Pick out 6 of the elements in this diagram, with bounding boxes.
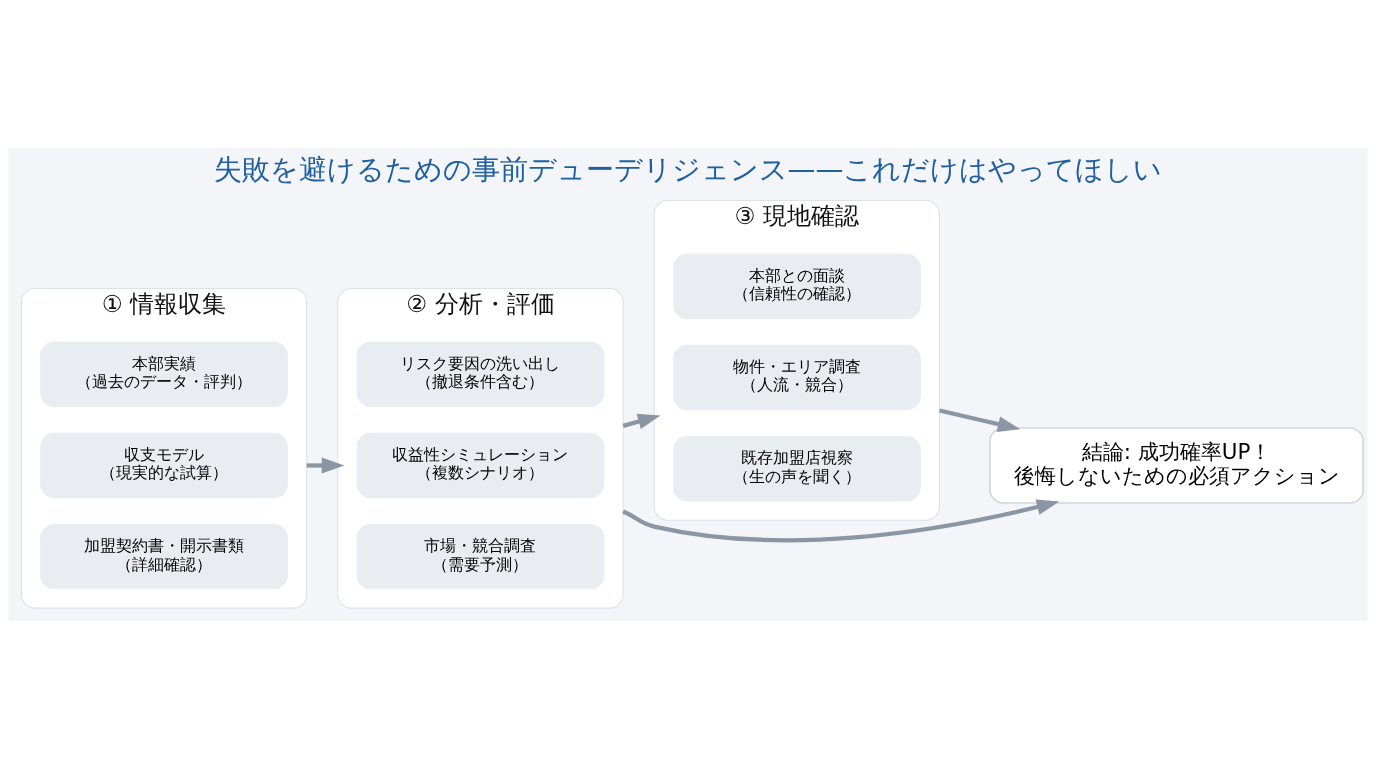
arrow bbox=[306, 457, 345, 473]
diagram-title: 失敗を避けるための事前デューデリジェンス——これだけはやってほしい bbox=[213, 152, 1163, 186]
arrow bbox=[622, 498, 1060, 542]
arrow bbox=[622, 413, 661, 429]
node-box: 結論: 成功確率UP！ 後悔しないための必須アクション bbox=[989, 426, 1364, 504]
arrow bbox=[939, 407, 1021, 432]
